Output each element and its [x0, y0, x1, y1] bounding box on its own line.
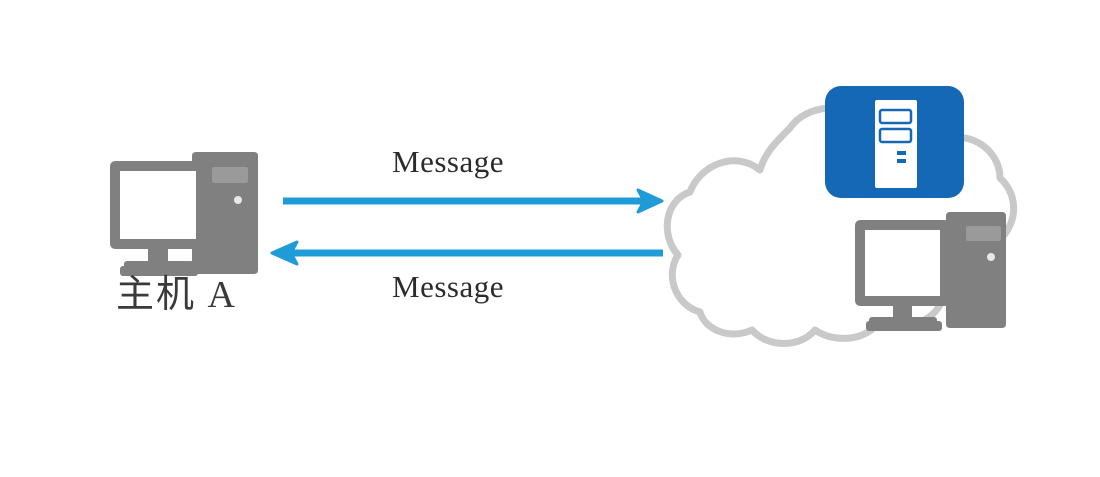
message-label-outbound: Message — [392, 144, 504, 179]
arrow-inbound — [270, 240, 663, 266]
arrow-outbound — [283, 188, 664, 214]
message-label-inbound: Message — [392, 269, 504, 304]
host-a-label: 主机 A — [116, 274, 237, 316]
